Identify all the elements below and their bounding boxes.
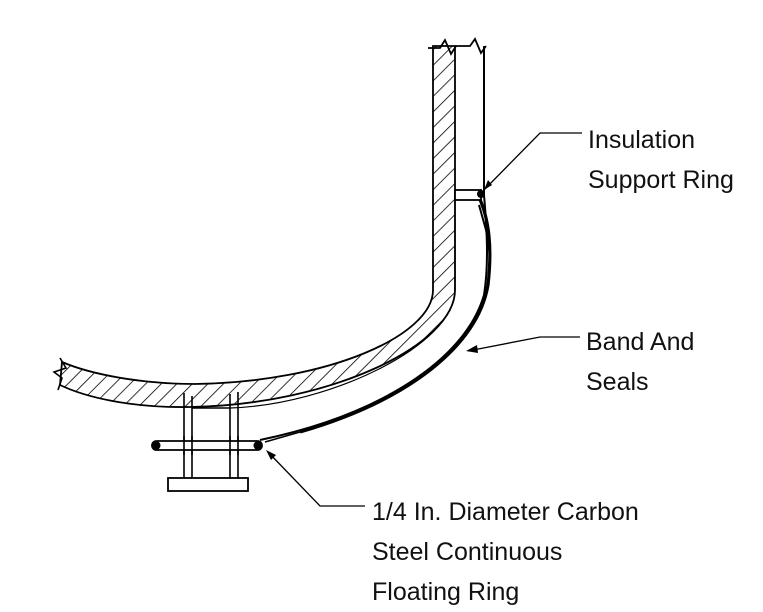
- insulation-support-ring: [454, 189, 482, 201]
- leader-insulation-support-ring: [483, 132, 582, 191]
- leader-floating-ring: [267, 451, 365, 507]
- support-leg-front: [183, 436, 239, 455]
- leader-arrow-floating: [266, 450, 276, 460]
- band-and-seals-band: [299, 194, 492, 434]
- support-ring-dot: [477, 190, 485, 198]
- vessel-wall: [59, 45, 456, 408]
- seal-segment: [478, 204, 491, 256]
- label-line: Floating Ring: [372, 578, 520, 606]
- floating-ring-end-right: [253, 441, 263, 450]
- label-line: Band And: [586, 328, 695, 356]
- base-plate: [167, 477, 249, 492]
- leader-arrow-band: [466, 345, 478, 353]
- label-line: Steel Continuous: [372, 538, 563, 566]
- insulation-inner-line: [229, 190, 456, 409]
- leader-band-and-seals: [467, 336, 580, 352]
- label-line: Insulation: [588, 126, 696, 154]
- label-insulation-support-ring: Insulation Support Ring: [588, 120, 734, 200]
- floating-ring-rod: [151, 440, 263, 451]
- label-floating-ring: 1/4 In. Diameter Carbon Steel Continuous…: [372, 492, 639, 612]
- label-line: Support Ring: [588, 166, 734, 194]
- floating-ring-end-left: [151, 441, 161, 450]
- label-line: Seals: [586, 368, 649, 396]
- break-mark-left: [52, 357, 68, 391]
- leader-arrow-insulation: [484, 180, 492, 190]
- seal-segment-lower: [264, 431, 301, 443]
- label-line: 1/4 In. Diameter Carbon: [372, 498, 639, 526]
- break-mark-top: [428, 37, 487, 56]
- label-band-and-seals: Band And Seals: [586, 322, 694, 402]
